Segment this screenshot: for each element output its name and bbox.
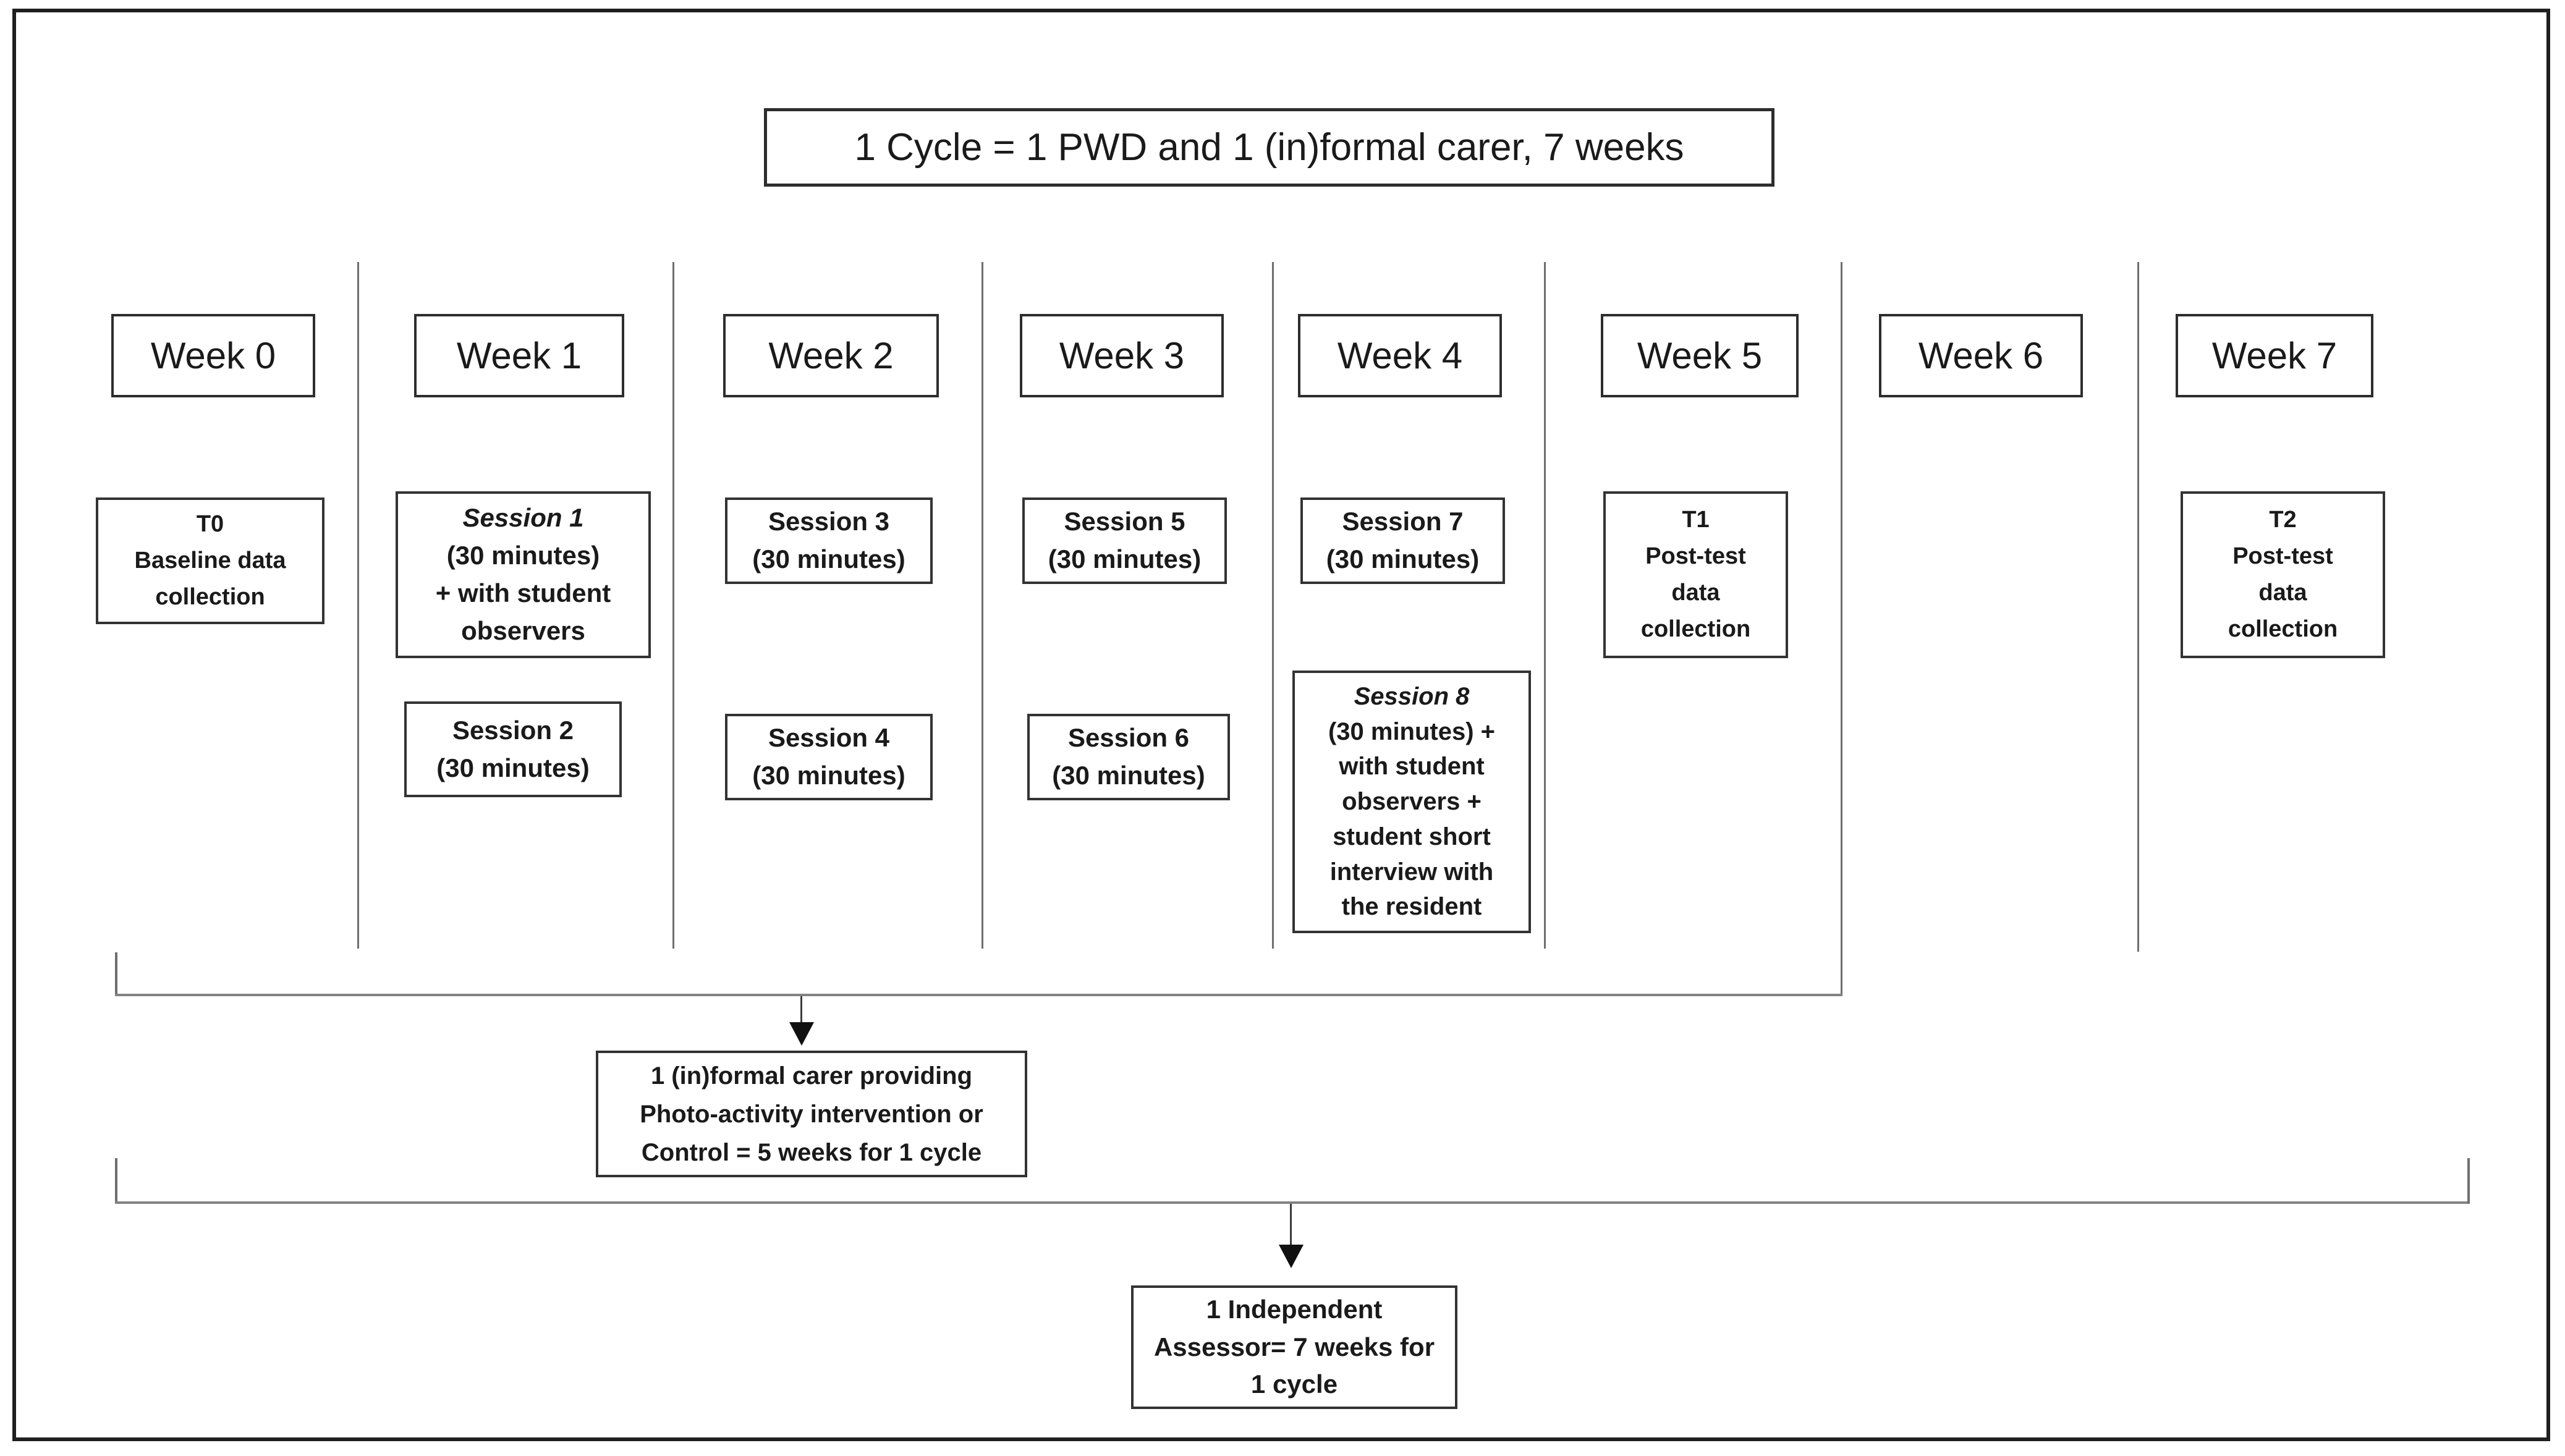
session-8-details: (30 minutes) + with student observers + … <box>1328 717 1496 921</box>
session-3-text: Session 3 (30 minutes) <box>752 507 905 574</box>
session-6-text: Session 6 (30 minutes) <box>1052 723 1205 790</box>
week-divider-3-4 <box>1272 262 1274 949</box>
week-7-label: Week 7 <box>2211 335 2338 376</box>
week-1-label: Week 1 <box>456 335 582 376</box>
assessor-down-arrow-icon <box>1279 1245 1304 1268</box>
cycle-definition-title: 1 Cycle = 1 PWD and 1 (in)formal carer, … <box>854 126 1684 169</box>
t0-baseline-text: T0 Baseline data collection <box>134 511 286 610</box>
session-8-name: Session 8 <box>1354 682 1470 710</box>
carer-down-arrow-icon <box>789 1022 814 1046</box>
t2-posttest-text: T2 Post-test data collection <box>2228 507 2338 642</box>
box-session-6: Session 6 (30 minutes) <box>1027 714 1230 800</box>
box-t2-posttest: T2 Post-test data collection <box>2181 491 2385 658</box>
assessor-bracket-right-tick <box>2467 1158 2470 1204</box>
assessor-arrow-shaft <box>1290 1204 1292 1246</box>
carer-bracket-left-tick <box>115 952 117 996</box>
assessor-bracket-left-tick <box>115 1158 117 1204</box>
week-divider-1-2 <box>672 262 674 949</box>
week-divider-4-5 <box>1544 262 1546 949</box>
box-session-5: Session 5 (30 minutes) <box>1022 497 1227 584</box>
week-divider-2-3 <box>981 262 983 949</box>
box-carer-intervention: 1 (in)formal carer providing Photo-activ… <box>596 1051 1027 1177</box>
week-header-week-4: Week 4 <box>1298 314 1502 397</box>
week-4-label: Week 4 <box>1337 335 1463 376</box>
week-divider-0-1 <box>357 262 359 949</box>
box-t1-posttest: T1 Post-test data collection <box>1603 491 1788 658</box>
box-session-3: Session 3 (30 minutes) <box>725 497 933 584</box>
box-independent-assessor: 1 Independent Assessor= 7 weeks for 1 cy… <box>1131 1285 1457 1409</box>
box-session-7: Session 7 (30 minutes) <box>1300 497 1505 584</box>
box-session-8: Session 8 (30 minutes) + with student ob… <box>1292 671 1531 933</box>
carer-bracket-line <box>115 994 1842 996</box>
session-7-text: Session 7 (30 minutes) <box>1326 507 1480 574</box>
week-2-label: Week 2 <box>768 335 894 376</box>
week-3-label: Week 3 <box>1059 335 1185 376</box>
assessor-bracket-line <box>115 1201 2470 1204</box>
session-1-details: (30 minutes) + with student observers <box>435 541 611 645</box>
session-5-text: Session 5 (30 minutes) <box>1048 507 1202 574</box>
t1-posttest-text: T1 Post-test data collection <box>1640 507 1751 642</box>
box-session-2: Session 2 (30 minutes) <box>404 701 622 797</box>
week-6-label: Week 6 <box>1918 335 2044 376</box>
box-session-1: Session 1 (30 minutes) + with student ob… <box>396 491 651 658</box>
box-t0-baseline: T0 Baseline data collection <box>96 497 324 624</box>
week-5-label: Week 5 <box>1637 335 1763 376</box>
week-header-week-5: Week 5 <box>1601 314 1799 397</box>
week-header-week-7: Week 7 <box>2176 314 2373 397</box>
session-4-text: Session 4 (30 minutes) <box>752 723 905 790</box>
week-header-week-2: Week 2 <box>723 314 939 397</box>
week-divider-5-6 <box>1841 262 1842 996</box>
week-divider-6-7 <box>2137 262 2139 952</box>
week-header-week-6: Week 6 <box>1879 314 2083 397</box>
independent-assessor-text: 1 Independent Assessor= 7 weeks for 1 cy… <box>1153 1294 1435 1399</box>
week-header-week-3: Week 3 <box>1020 314 1224 397</box>
session-1-name: Session 1 <box>462 503 584 533</box>
diagram-outer-frame <box>12 9 2550 1441</box>
week-header-week-1: Week 1 <box>414 314 624 397</box>
cycle-definition-title-box: 1 Cycle = 1 PWD and 1 (in)formal carer, … <box>764 108 1774 187</box>
carer-intervention-text: 1 (in)formal carer providing Photo-activ… <box>640 1062 983 1166</box>
carer-arrow-shaft <box>800 996 802 1023</box>
week-header-week-0: Week 0 <box>111 314 315 397</box>
week-0-label: Week 0 <box>150 335 276 376</box>
session-2-text: Session 2 (30 minutes) <box>436 715 590 782</box>
box-session-4: Session 4 (30 minutes) <box>725 714 933 800</box>
